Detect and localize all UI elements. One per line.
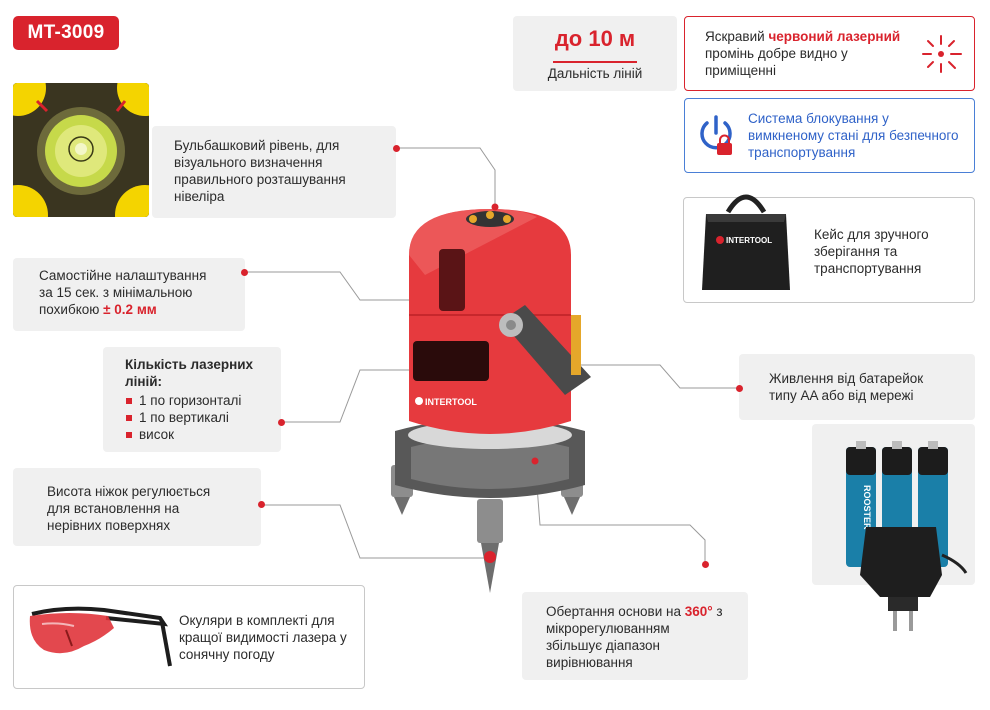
case-text: Кейс для зручного зберігання та транспор… [814,227,929,276]
rotation-card: Обертання основи на 360° з мікрорегулюва… [522,592,748,680]
laser-beam-text: Яскравий червоний лазерний промінь добре… [705,28,910,79]
range-label: Дальність ліній [547,66,643,81]
laser-lines-dot [278,419,285,426]
self-leveling-text: Самостійне налаштування за 15 сек. з мін… [39,268,207,317]
rotation-accent: 360° [684,604,713,619]
laser-beam-icon [922,35,962,73]
battery-brand-text: ROOSTER [862,485,872,530]
laser-lines-title: Кількість лазерних ліній: [125,357,254,389]
bubble-level-dot [393,145,400,152]
laser-level-device: INTERTOOL [391,203,591,593]
lock-system-text: Система блокування у вимкненому стані дл… [748,111,959,160]
model-badge: MT-3009 [13,16,119,50]
glasses-card: Окуляри в комплекті для кращої видимості… [13,585,365,689]
range-card: до 10 м Дальність ліній [513,16,677,91]
list-item: висок [125,426,259,443]
leader-power [575,364,740,389]
range-underline [553,61,637,63]
leader-legs [262,504,490,559]
power-card: Живлення від батарейок типу AA або від м… [739,354,975,420]
legs-dot [258,501,265,508]
lock-system-card: Система блокування у вимкненому стані дл… [684,98,975,173]
bubble-level-photo [13,83,149,217]
laser-beam-card: Яскравий червоний лазерний промінь добре… [684,16,975,91]
case-bag-image: INTERTOOL [702,194,790,290]
laser-text-before: Яскравий [705,29,769,44]
laser-text-after: промінь добре видно у приміщенні [705,46,848,78]
device-brand-text: INTERTOOL [425,397,477,407]
power-lock-icon [700,115,732,155]
case-brand-text: INTERTOOL [726,236,772,245]
glasses-image [29,606,172,667]
power-dot [736,385,743,392]
battery-adapter-image: ROOSTER [846,441,968,631]
laser-lines-list: 1 по горизонталі 1 по вертикалі висок [125,392,259,443]
leader-rotation [534,459,706,565]
bubble-level-card: Бульбашковий рівень, для візуального виз… [152,126,396,218]
list-item: 1 по вертикалі [125,409,259,426]
range-value: до 10 м [554,26,636,51]
rotation-text-before: Обертання основи на [546,604,685,619]
self-leveling-card: Самостійне налаштування за 15 сек. з мін… [13,258,245,331]
rotation-dot [702,561,709,568]
rotation-text-after: з мікрорегулюванням збільшує діапазон ви… [546,604,723,670]
self-leveling-accent: ± 0.2 мм [103,302,157,317]
case-card: INTERTOOL Кейс для зручного зберігання т… [683,194,975,303]
laser-text-accent: червоний лазерний [768,29,901,44]
power-text: Живлення від батарейок типу AA або від м… [769,371,924,403]
laser-lines-card: Кількість лазерних ліній: 1 по горизонта… [103,347,281,452]
glasses-text: Окуляри в комплекті для кращої видимості… [179,613,347,662]
list-item: 1 по горизонталі [125,392,259,409]
legs-card: Висота ніжок регулюється для встановленн… [13,468,261,546]
leader-lines-count [280,369,420,423]
leader-self-level [245,271,440,301]
legs-text: Висота ніжок регулюється для встановленн… [47,484,211,533]
bubble-level-text: Бульбашковий рівень, для візуального виз… [174,138,346,204]
self-leveling-dot [241,269,248,276]
leader-bubble [397,147,496,210]
